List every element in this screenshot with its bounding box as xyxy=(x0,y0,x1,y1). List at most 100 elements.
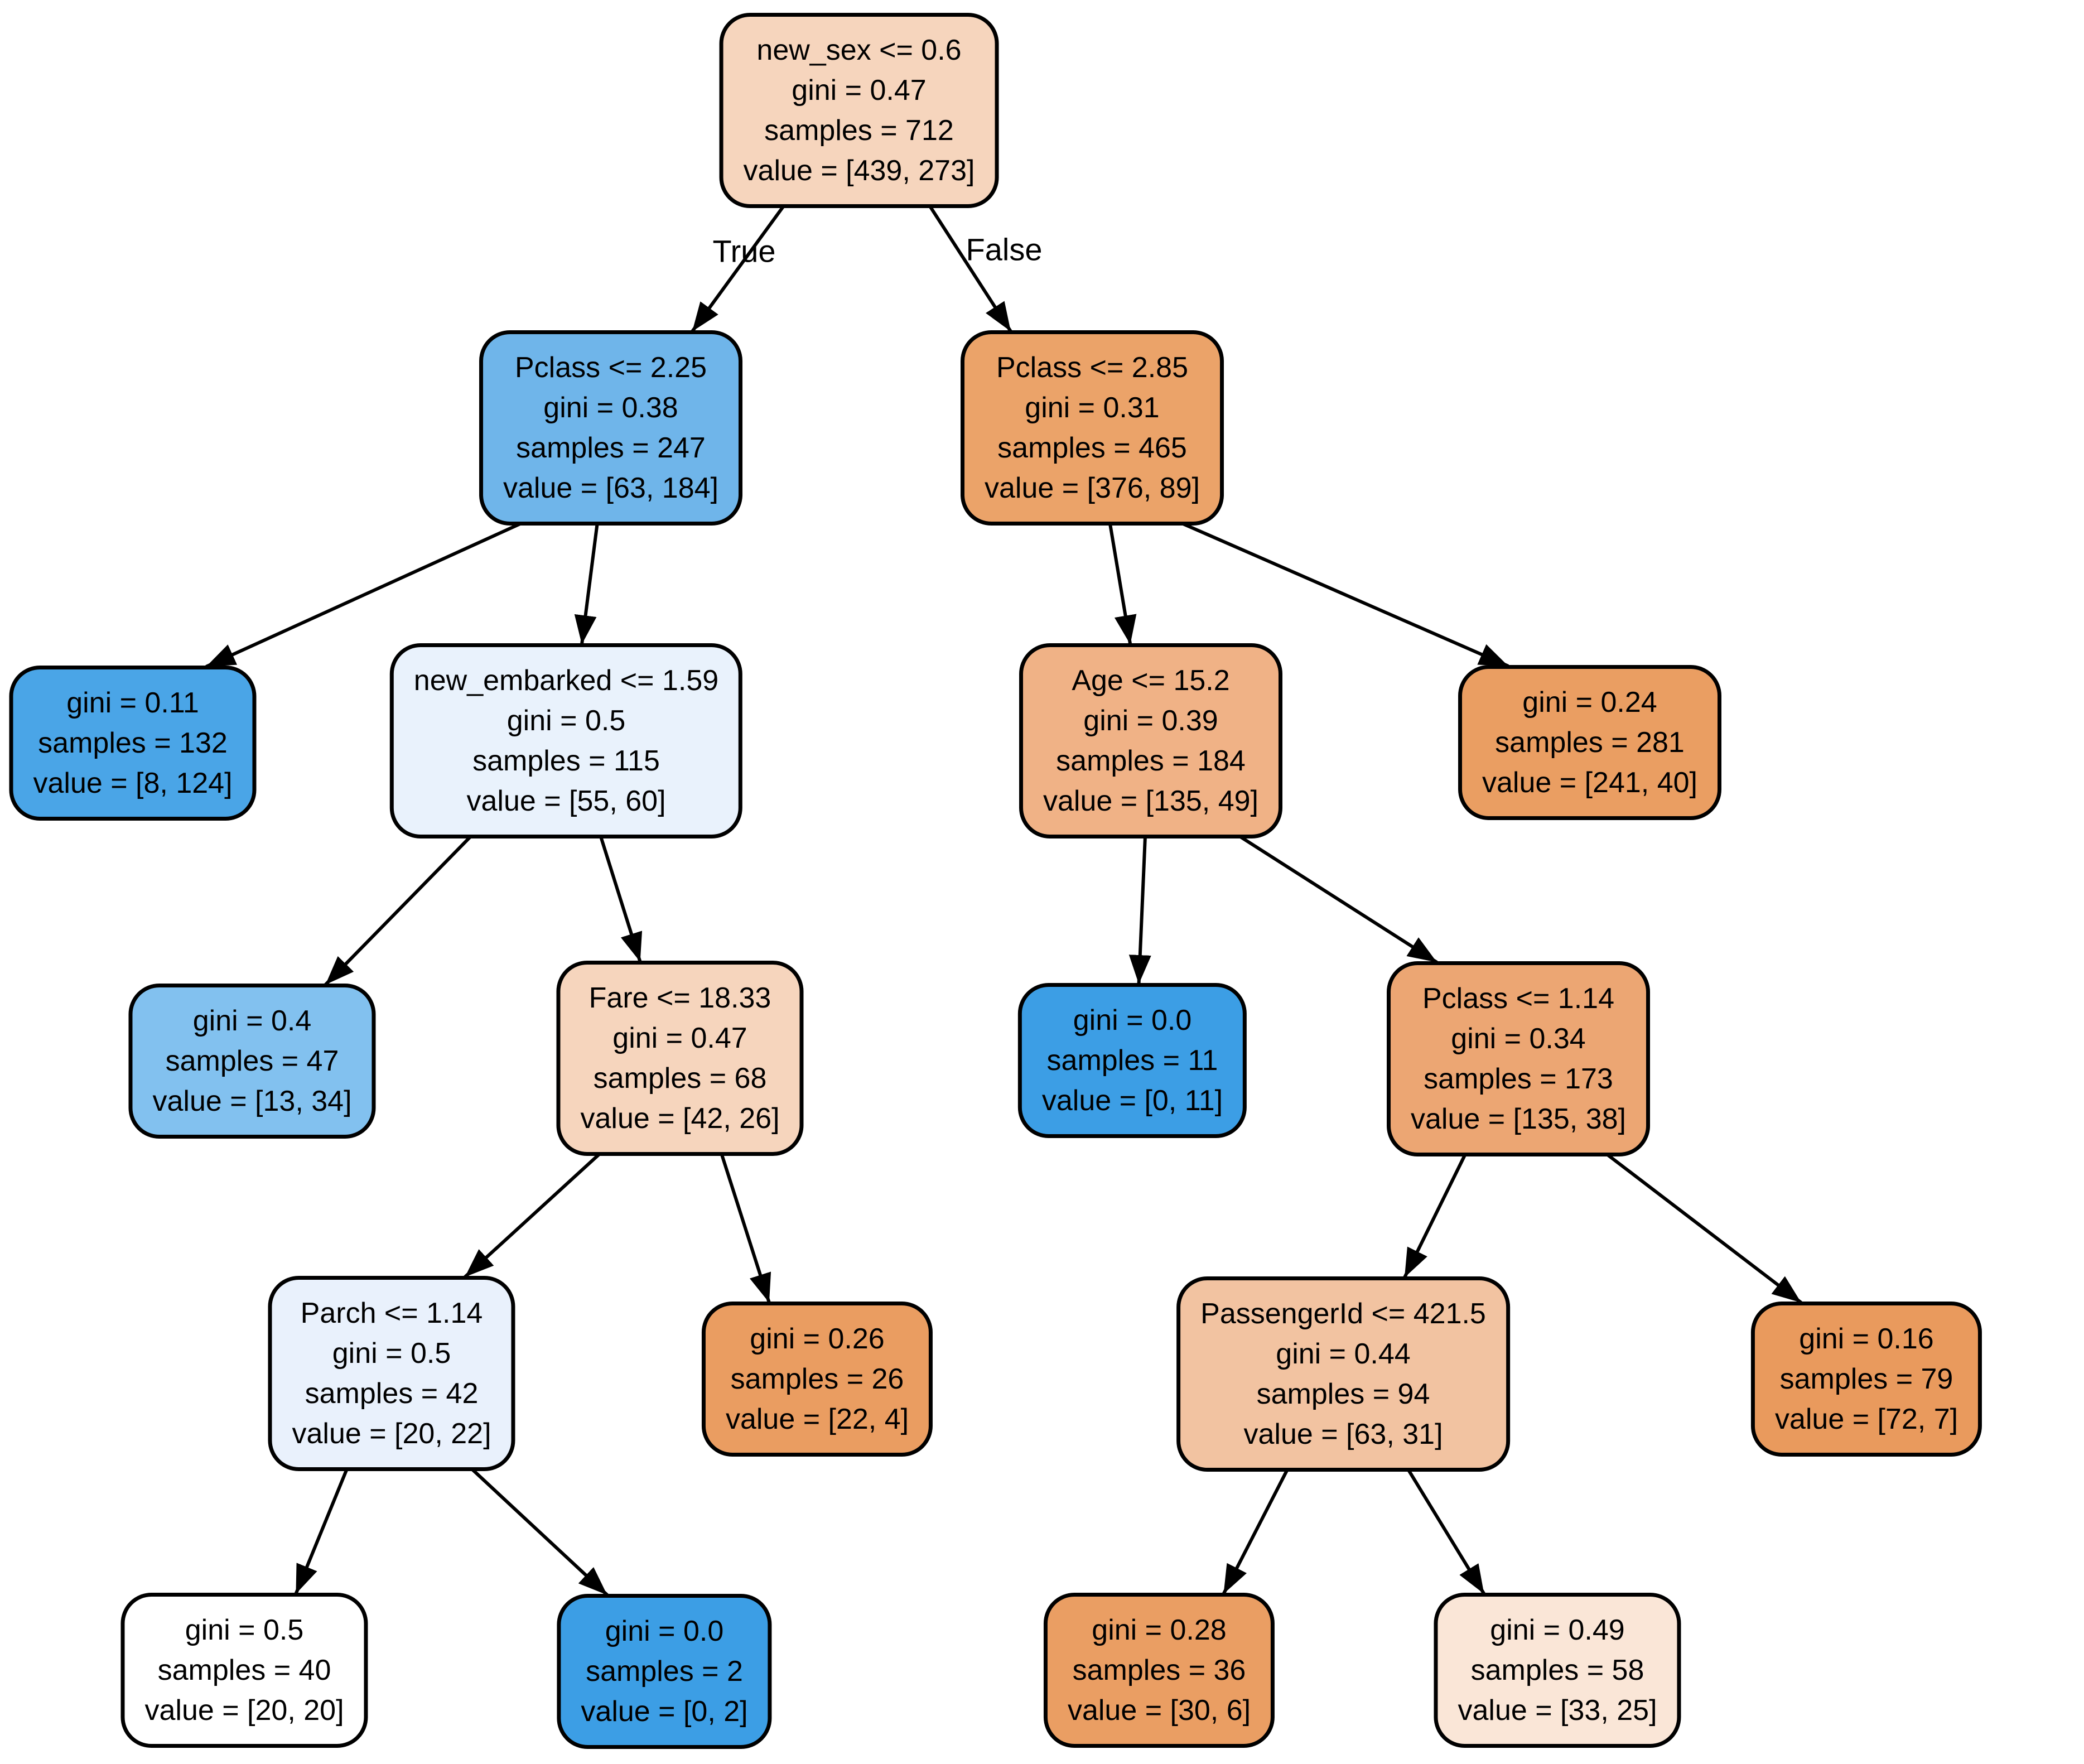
node-stat-line: gini = 0.38 xyxy=(543,392,678,424)
node-stat-line: value = [135, 38] xyxy=(1411,1103,1626,1135)
node-stat-line: samples = 36 xyxy=(1072,1654,1246,1686)
node-condition: Parch <= 1.14 xyxy=(300,1297,483,1329)
node-stat-line: samples = 68 xyxy=(593,1062,767,1095)
node-stat-line: samples = 132 xyxy=(38,727,228,759)
edge-label-true: True xyxy=(712,233,776,269)
tree-node-RLR: Pclass <= 1.14 gini = 0.34 samples = 173 va… xyxy=(1387,961,1650,1156)
node-stat-line: gini = 0.28 xyxy=(1092,1614,1227,1646)
node-stat-line: gini = 0.34 xyxy=(1451,1023,1586,1055)
node-stat-line: samples = 465 xyxy=(997,432,1187,464)
edge-label-false: False xyxy=(966,232,1043,267)
node-stat-line: samples = 173 xyxy=(1424,1063,1613,1095)
node-stat-line: value = [20, 22] xyxy=(292,1418,491,1450)
tree-node-RLRLL: gini = 0.28 samples = 36 value = [30, 6] xyxy=(1043,1593,1275,1748)
node-condition: Age <= 15.2 xyxy=(1072,664,1230,697)
tree-node-LRRLL: gini = 0.5 samples = 40 value = [20, 20] xyxy=(120,1593,368,1748)
tree-node-RL: Age <= 15.2 gini = 0.39 samples = 184 value… xyxy=(1019,643,1282,838)
tree-node-LRR: Fare <= 18.33 gini = 0.47 samples = 68 valu… xyxy=(556,961,804,1156)
tree-edge xyxy=(1108,522,1137,645)
node-stat-line: gini = 0.0 xyxy=(605,1615,724,1647)
node-stat-line: value = [30, 6] xyxy=(1067,1694,1251,1727)
tree-edge xyxy=(1237,833,1438,964)
node-stat-line: gini = 0.4 xyxy=(192,1005,312,1037)
tree-node-RLRL: PassengerId <= 421.5 gini = 0.44 samples =… xyxy=(1176,1276,1510,1472)
node-stat-line: samples = 247 xyxy=(516,432,706,464)
node-stat-line: samples = 26 xyxy=(730,1363,904,1395)
node-stat-line: value = [0, 2] xyxy=(581,1695,748,1728)
node-stat-line: value = [63, 31] xyxy=(1243,1418,1443,1450)
node-stat-line: value = [135, 49] xyxy=(1043,785,1258,817)
tree-edge xyxy=(1406,1467,1486,1595)
tree-edge xyxy=(1222,1467,1290,1595)
node-stat-line: samples = 184 xyxy=(1056,745,1246,777)
node-stat-line: samples = 11 xyxy=(1046,1044,1218,1077)
node-stat-line: value = [63, 184] xyxy=(503,472,718,504)
node-stat-line: value = [439, 273] xyxy=(743,155,975,187)
node-stat-line: gini = 0.5 xyxy=(506,705,626,737)
node-stat-line: value = [33, 25] xyxy=(1458,1694,1657,1727)
tree-edge xyxy=(599,835,643,962)
node-stat-line: gini = 0.44 xyxy=(1276,1338,1411,1370)
node-stat-line: value = [13, 34] xyxy=(152,1085,352,1117)
tree-edge xyxy=(1403,1152,1468,1279)
tree-edge xyxy=(1604,1151,1802,1304)
node-stat-line: samples = 2 xyxy=(586,1655,743,1688)
node-stat-line: value = [0, 11] xyxy=(1041,1085,1223,1117)
node-stat-line: gini = 0.11 xyxy=(66,687,199,719)
node-stat-line: gini = 0.47 xyxy=(612,1022,747,1054)
tree-node-LL: gini = 0.11 samples = 132 value = [8, 124] xyxy=(9,666,257,821)
tree-edge xyxy=(1128,835,1151,985)
tree-edge xyxy=(574,522,599,645)
node-stat-line: value = [376, 89] xyxy=(985,472,1200,504)
tree-edge xyxy=(927,204,1012,332)
node-condition: Fare <= 18.33 xyxy=(588,982,771,1014)
node-condition: new_embarked <= 1.59 xyxy=(413,664,719,697)
node-stat-line: gini = 0.0 xyxy=(1073,1004,1192,1037)
node-condition: PassengerId <= 421.5 xyxy=(1200,1298,1486,1330)
tree-edge xyxy=(469,1466,609,1597)
node-stat-line: samples = 58 xyxy=(1470,1654,1644,1686)
node-condition: new_sex <= 0.6 xyxy=(756,34,962,66)
node-condition: Pclass <= 1.14 xyxy=(1422,982,1614,1015)
node-stat-line: gini = 0.39 xyxy=(1083,705,1218,737)
node-stat-line: value = [20, 20] xyxy=(144,1694,344,1727)
tree-node-root: new_sex <= 0.6 gini = 0.47 samples = 712 va… xyxy=(719,13,999,208)
node-stat-line: value = [72, 7] xyxy=(1774,1403,1958,1435)
node-stat-line: value = [55, 60] xyxy=(466,785,666,817)
node-stat-line: samples = 47 xyxy=(165,1045,339,1077)
node-stat-line: value = [42, 26] xyxy=(580,1102,780,1135)
node-stat-line: samples = 40 xyxy=(157,1654,331,1686)
tree-edge xyxy=(324,833,474,986)
node-stat-line: value = [8, 124] xyxy=(33,767,233,799)
node-stat-line: gini = 0.26 xyxy=(750,1323,885,1355)
node-stat-line: gini = 0.5 xyxy=(332,1337,451,1370)
tree-node-RLL: gini = 0.0 samples = 11 value = [0, 11] xyxy=(1017,983,1247,1138)
tree-edge xyxy=(294,1467,349,1595)
node-stat-line: gini = 0.24 xyxy=(1522,686,1657,719)
node-condition: Pclass <= 2.85 xyxy=(996,351,1188,384)
node-condition: Pclass <= 2.25 xyxy=(515,351,707,384)
tree-node-LRL: gini = 0.4 samples = 47 value = [13, 34] xyxy=(128,984,376,1139)
tree-node-LRRR: gini = 0.26 samples = 26 value = [22, 4] xyxy=(701,1302,933,1457)
node-stat-line: gini = 0.5 xyxy=(185,1614,304,1646)
tree-node-R: Pclass <= 2.85 gini = 0.31 samples = 465 va… xyxy=(961,330,1224,526)
node-stat-line: gini = 0.16 xyxy=(1799,1323,1934,1355)
tree-edge xyxy=(464,1151,602,1279)
tree-node-LRRL: Parch <= 1.14 gini = 0.5 samples = 42 value… xyxy=(268,1276,515,1471)
node-stat-line: samples = 115 xyxy=(472,745,660,777)
tree-node-LR: new_embarked <= 1.59 gini = 0.5 samples = … xyxy=(389,643,743,838)
tree-node-LRRLR: gini = 0.0 samples = 2 value = [0, 2] xyxy=(557,1594,772,1749)
node-stat-line: gini = 0.49 xyxy=(1490,1614,1625,1646)
tree-node-RLRLR: gini = 0.49 samples = 58 value = [33, 25] xyxy=(1434,1593,1681,1748)
node-stat-line: value = [241, 40] xyxy=(1482,767,1697,799)
node-stat-line: samples = 94 xyxy=(1256,1378,1430,1410)
node-stat-line: value = [22, 4] xyxy=(725,1403,909,1435)
node-stat-line: samples = 712 xyxy=(764,114,954,147)
node-stat-line: gini = 0.47 xyxy=(792,74,927,107)
node-stat-line: samples = 42 xyxy=(305,1377,479,1410)
node-stat-line: gini = 0.31 xyxy=(1025,392,1160,424)
tree-node-L: Pclass <= 2.25 gini = 0.38 samples = 247 va… xyxy=(479,330,742,526)
